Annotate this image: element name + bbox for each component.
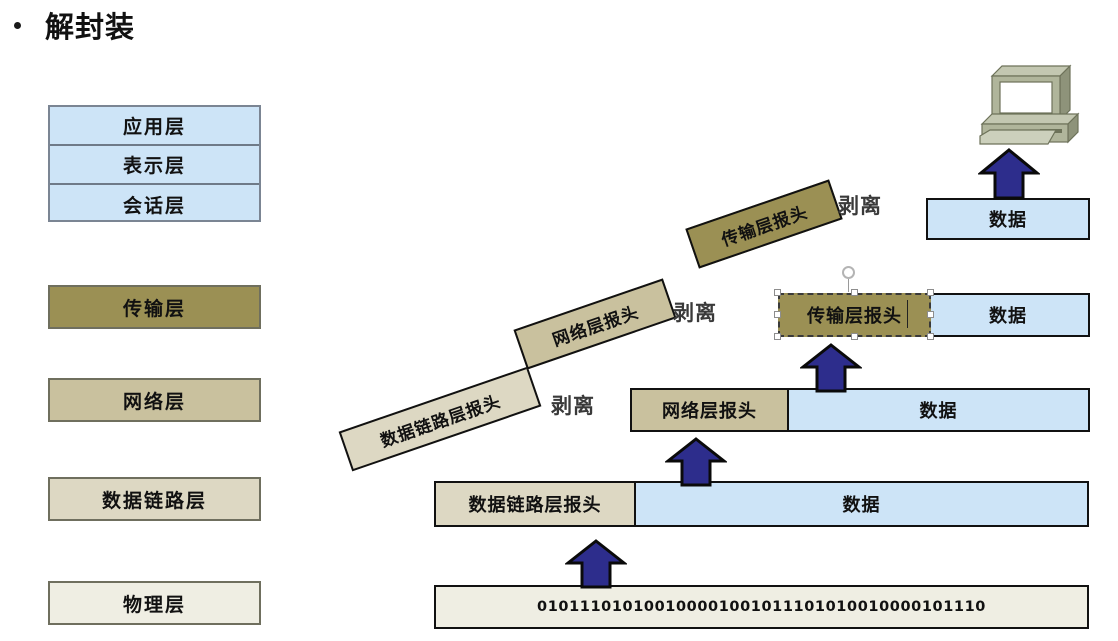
- osi-layer-application[interactable]: 应用层: [50, 107, 259, 146]
- rotate-handle-icon[interactable]: [842, 266, 855, 279]
- stripped-header-network[interactable]: 网络层报头: [513, 278, 677, 370]
- resize-handle-nw[interactable]: [774, 289, 781, 296]
- selection-transport-header[interactable]: 传输层报头: [770, 266, 940, 346]
- text-caret: [907, 300, 908, 328]
- osi-layer-physical[interactable]: 物理层: [48, 581, 261, 625]
- stripped-header-network-label: 网络层报头: [550, 302, 642, 351]
- pdu-row-physical[interactable]: 0101110101001000010010111010100100001011…: [434, 585, 1089, 629]
- pdu-header-datalink-label: 数据链路层报头: [468, 495, 602, 516]
- strip-label-transport-text: 剥离: [838, 193, 882, 218]
- pdu-payload-transport-box[interactable]: 数据: [926, 293, 1090, 337]
- strip-label-transport: 剥离: [838, 190, 882, 220]
- resize-handle-s[interactable]: [851, 333, 858, 340]
- stripped-header-transport[interactable]: 传输层报头: [685, 179, 843, 269]
- pdu-payload-application-label: 数据: [989, 210, 1027, 231]
- pdu-bits-physical: 0101110101001000010010111010100100001011…: [436, 587, 1087, 627]
- page-title: 解封装: [45, 10, 136, 44]
- strip-label-network-text: 剥离: [673, 300, 717, 325]
- arrow-up-physical-to-datalink: [565, 539, 627, 589]
- resize-handle-n[interactable]: [851, 289, 858, 296]
- pdu-row-network[interactable]: 网络层报头 数据: [630, 388, 1090, 432]
- pdu-row-datalink[interactable]: 数据链路层报头 数据: [434, 481, 1089, 527]
- osi-layer-transport-label: 传输层: [122, 297, 186, 320]
- osi-layer-presentation-label: 表示层: [122, 155, 186, 177]
- pdu-payload-datalink-label: 数据: [842, 495, 881, 516]
- resize-handle-ne[interactable]: [927, 289, 934, 296]
- strip-label-network: 剥离: [673, 297, 717, 327]
- osi-layer-network-label: 网络层: [122, 390, 186, 413]
- resize-handle-sw[interactable]: [774, 333, 781, 340]
- pdu-header-network-label: 网络层报头: [662, 401, 757, 422]
- pdu-header-transport-label: 传输层报头: [807, 306, 902, 327]
- resize-handle-se[interactable]: [927, 333, 934, 340]
- stripped-header-datalink[interactable]: 数据链路层报头: [338, 366, 542, 472]
- pdu-header-transport[interactable]: 传输层报头: [778, 293, 931, 337]
- osi-layer-transport[interactable]: 传输层: [48, 285, 261, 329]
- strip-label-datalink-text: 剥离: [551, 393, 595, 418]
- slide-title-row: 解封装: [14, 4, 135, 46]
- pdu-payload-datalink: 数据: [636, 483, 1087, 525]
- osi-layer-network[interactable]: 网络层: [48, 378, 261, 422]
- resize-handle-w[interactable]: [774, 311, 781, 318]
- pdu-bits-value: 0101110101001000010010111010100100001011…: [537, 599, 986, 615]
- osi-layer-physical-label: 物理层: [122, 593, 186, 616]
- osi-upper-layers-group: 应用层 表示层 会话层: [48, 105, 261, 222]
- osi-layer-session-label: 会话层: [122, 195, 186, 217]
- arrow-up-network-to-transport: [800, 343, 862, 393]
- pdu-payload-transport: 数据: [928, 295, 1088, 335]
- pdu-payload-network: 数据: [789, 390, 1088, 430]
- computer-icon: [979, 64, 1080, 145]
- osi-layer-datalink-label: 数据链路层: [101, 489, 207, 512]
- pdu-header-datalink: 数据链路层报头: [436, 483, 636, 525]
- osi-layer-datalink[interactable]: 数据链路层: [48, 477, 261, 521]
- osi-layer-presentation[interactable]: 表示层: [50, 146, 259, 185]
- resize-handle-e[interactable]: [927, 311, 934, 318]
- rotate-handle-stem: [848, 279, 849, 292]
- pdu-row-application[interactable]: 数据: [926, 198, 1090, 240]
- pdu-header-network: 网络层报头: [632, 390, 789, 430]
- bullet-dot-icon: [14, 21, 21, 29]
- arrow-up-datalink-to-network: [665, 437, 727, 487]
- stripped-header-transport-label: 传输层报头: [719, 202, 811, 251]
- pdu-payload-network-label: 数据: [919, 401, 958, 422]
- pdu-payload-transport-label: 数据: [989, 306, 1027, 327]
- osi-layer-application-label: 应用层: [122, 116, 186, 138]
- strip-label-datalink: 剥离: [551, 390, 595, 420]
- osi-layer-session[interactable]: 会话层: [50, 185, 259, 224]
- pdu-payload-application: 数据: [928, 200, 1088, 238]
- stripped-header-datalink-label: 数据链路层报头: [377, 391, 504, 452]
- arrow-up-transport-to-application: [978, 148, 1040, 200]
